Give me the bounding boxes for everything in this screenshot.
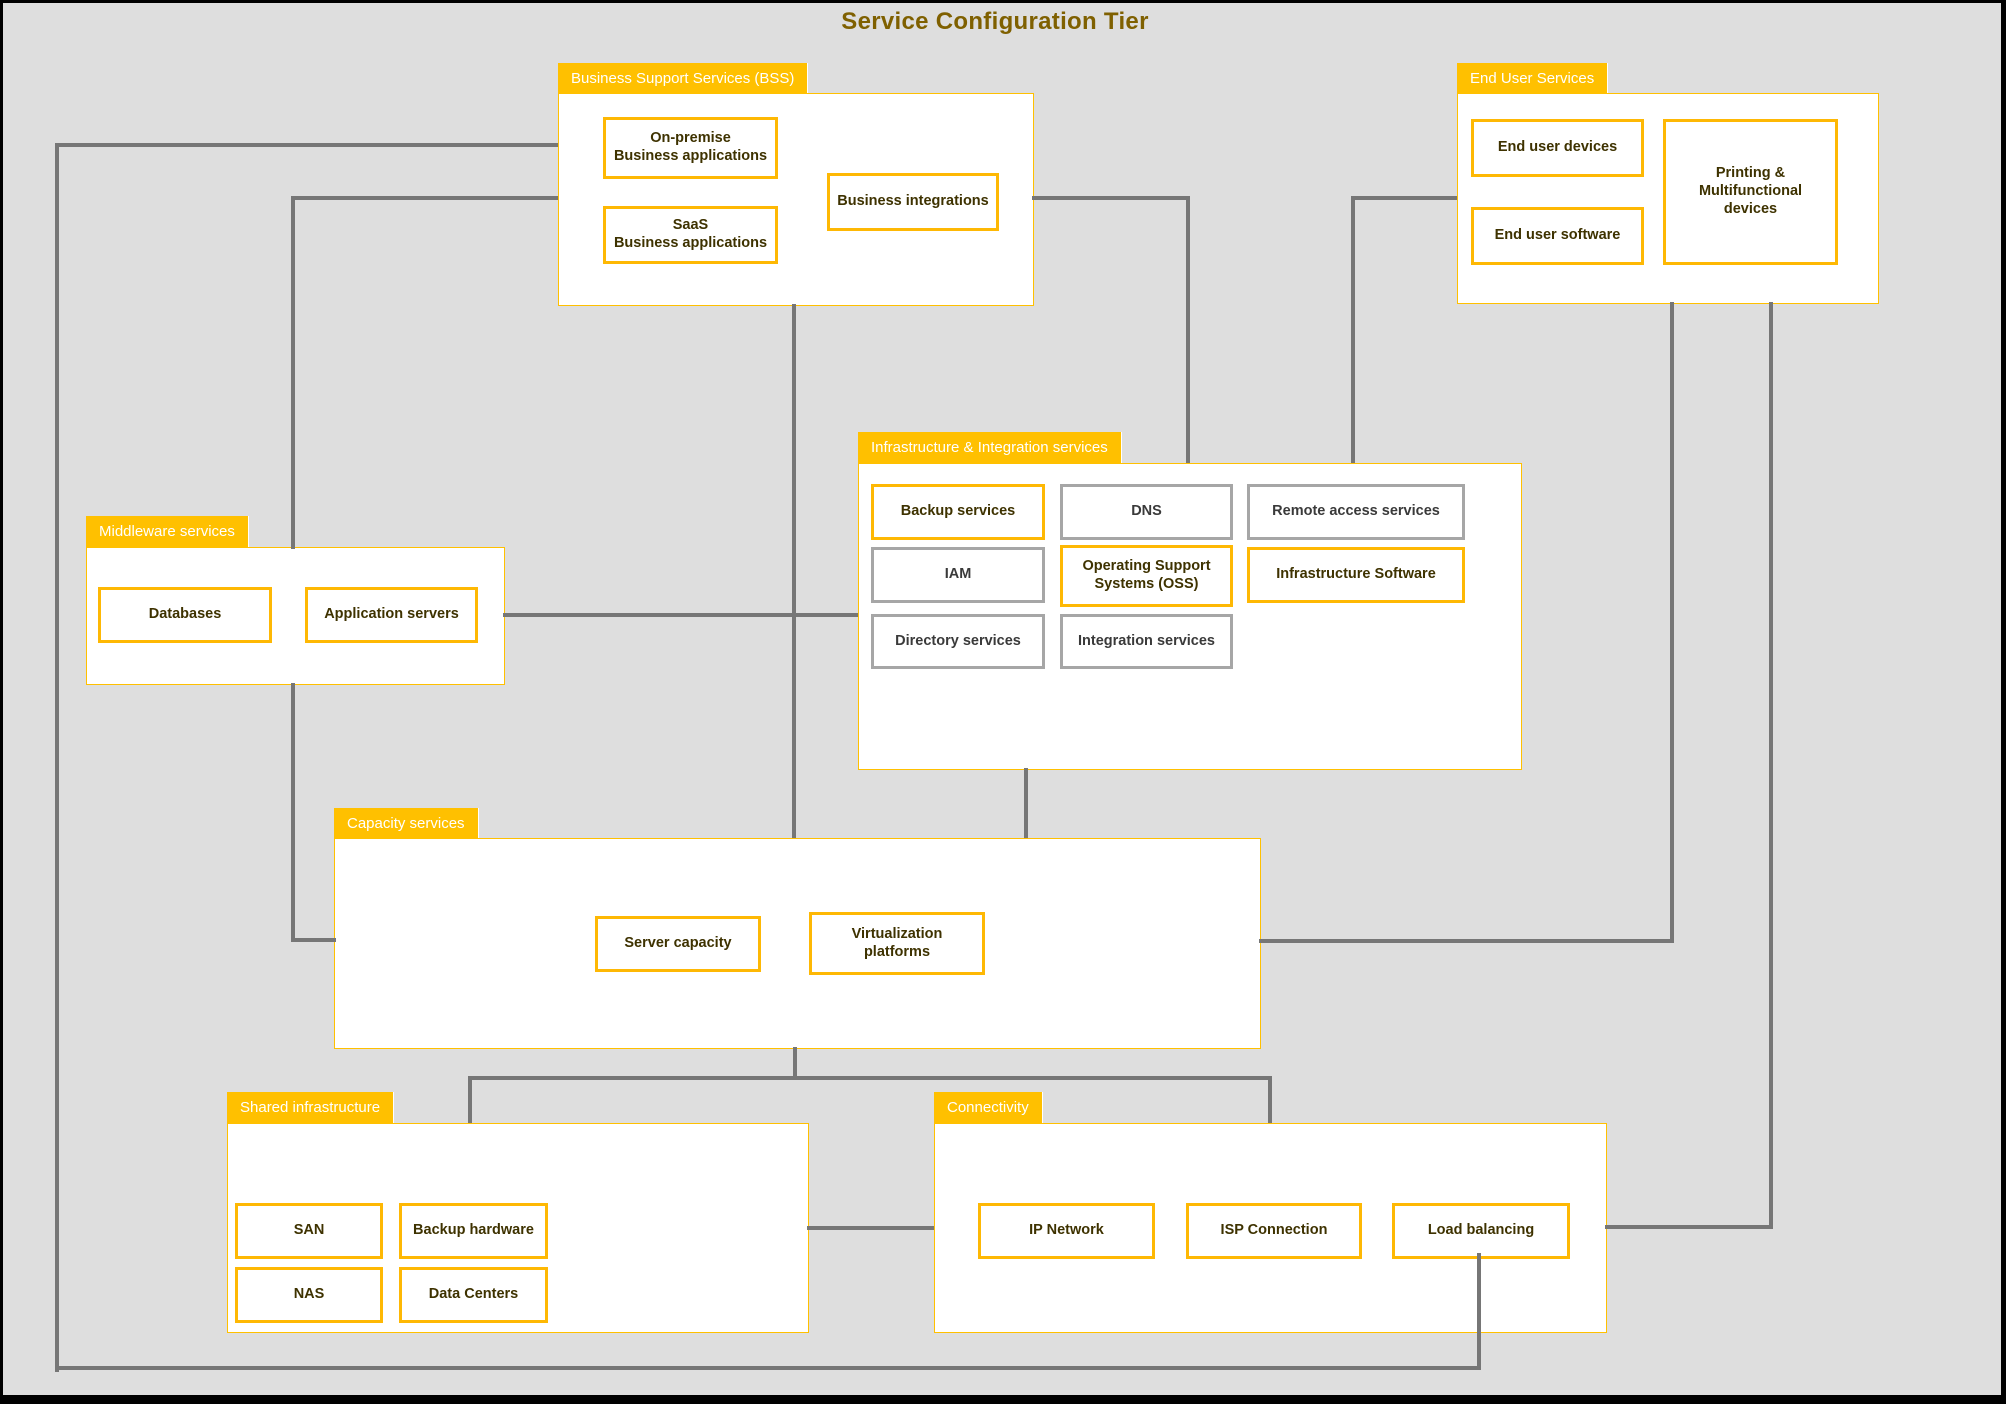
frame-top — [0, 0, 2006, 3]
group-tab-connectivity: Connectivity — [934, 1092, 1042, 1123]
connector-connectivity-right-horizontal — [1605, 1225, 1773, 1229]
group-tab-middleware-services: Middleware services — [86, 516, 248, 547]
connector-middleware-to-infrastructure — [503, 613, 858, 617]
box-operating-support-systems-oss: Operating Support Systems (OSS) — [1060, 545, 1233, 607]
connector-bss-bottom-to-capacity-top — [792, 304, 796, 838]
box-business-integrations: Business integrations — [827, 173, 999, 231]
connector-left-trunk-vertical — [55, 143, 59, 1372]
box-directory-services: Directory services — [871, 614, 1045, 669]
connector-bss-right-horizontal — [1032, 196, 1190, 200]
connector-infrastructure-bottom-to-capacity-top — [1024, 768, 1028, 838]
connector-shared-infrastructure-to-connectivity — [807, 1226, 934, 1230]
connector-inner-trunk-to-capacity-left — [291, 938, 336, 942]
connector-inner-trunk-lower-vertical — [291, 683, 295, 942]
box-load-balancing: Load balancing — [1392, 1203, 1570, 1259]
box-end-user-software: End user software — [1471, 207, 1644, 265]
diagram-title: Service Configuration Tier — [841, 8, 1149, 35]
connector-split-to-connectivity-top — [1268, 1076, 1272, 1123]
connector-capacity-right-horizontal — [1259, 939, 1674, 943]
box-dns: DNS — [1060, 484, 1233, 540]
connector-capacity-bottom-stub — [793, 1047, 797, 1080]
box-databases: Databases — [98, 587, 272, 643]
group-body-capacity-services — [334, 838, 1261, 1049]
box-isp-connection: ISP Connection — [1186, 1203, 1362, 1259]
group-tab-business-support-services: Business Support Services (BSS) — [558, 63, 808, 93]
box-integration-services: Integration services — [1060, 614, 1233, 669]
connector-enduser-to-infrastructure-top — [1351, 196, 1355, 463]
box-virtualization-platforms: Virtualization platforms — [809, 912, 985, 975]
connector-left-trunk-to-bss-top — [55, 143, 558, 147]
connector-bss-left-to-inner-trunk — [291, 196, 558, 200]
box-on-premise-business-applications: On-premise Business applications — [603, 117, 778, 179]
box-server-capacity: Server capacity — [595, 916, 761, 972]
frame-left — [0, 0, 3, 1404]
connector-enduser-bottom-vertical-a — [1670, 302, 1674, 941]
group-tab-end-user-services: End User Services — [1457, 63, 1608, 93]
box-san: SAN — [235, 1203, 383, 1259]
connector-enduser-left-horizontal — [1351, 196, 1457, 200]
box-backup-services: Backup services — [871, 484, 1045, 540]
group-tab-infrastructure-integration-services: Infrastructure & Integration services — [858, 432, 1121, 463]
box-application-servers: Application servers — [305, 587, 478, 643]
group-tab-shared-infrastructure: Shared infrastructure — [227, 1092, 394, 1123]
box-iam: IAM — [871, 547, 1045, 603]
connector-bottom-trunk-horizontal — [55, 1366, 1481, 1370]
box-infrastructure-software: Infrastructure Software — [1247, 547, 1465, 603]
connector-bottom-trunk-to-load-balancing — [1477, 1253, 1481, 1370]
box-end-user-devices: End user devices — [1471, 119, 1644, 177]
box-saas-business-applications: SaaS Business applications — [603, 206, 778, 264]
box-backup-hardware: Backup hardware — [399, 1203, 548, 1259]
frame-bottom — [0, 1395, 2006, 1404]
box-nas: NAS — [235, 1267, 383, 1323]
box-printing-multifunctional-devices: Printing & Multifunctional devices — [1663, 119, 1838, 265]
connector-enduser-bottom-vertical-b — [1769, 302, 1773, 1227]
group-tab-capacity-services: Capacity services — [334, 808, 478, 838]
connector-split-to-shared-infrastructure-top — [468, 1076, 472, 1123]
box-remote-access-services: Remote access services — [1247, 484, 1465, 540]
frame-right — [2001, 0, 2006, 1404]
box-data-centers: Data Centers — [399, 1267, 548, 1323]
box-ip-network: IP Network — [978, 1203, 1155, 1259]
connector-inner-trunk-upper-vertical — [291, 196, 295, 549]
connector-bss-to-infrastructure-top — [1186, 196, 1190, 463]
connector-capacity-split-horizontal — [468, 1076, 1272, 1080]
